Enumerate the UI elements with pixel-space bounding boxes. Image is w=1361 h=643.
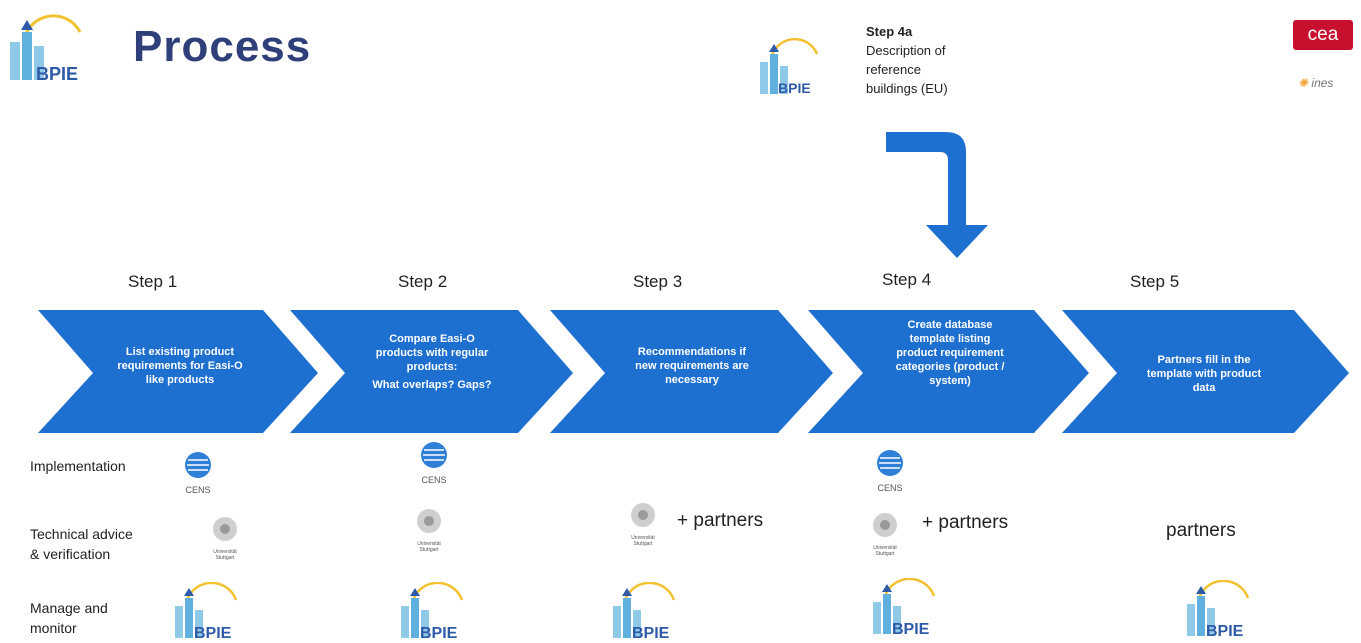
bpie-logo-text: BPIE	[36, 64, 78, 84]
row-label-implementation: Implementation	[30, 458, 126, 474]
ines-logo: ✺ ines	[1298, 76, 1358, 90]
globe-icon	[185, 452, 211, 478]
bpie-logo-step4a: BPIE	[757, 36, 821, 98]
bpie-logo-manage: BPIE	[870, 577, 940, 638]
cea-logo: cea	[1293, 20, 1353, 50]
bpie-logo-text: BPIE	[1206, 623, 1244, 636]
bpie-logo-header: BPIE	[6, 10, 86, 85]
step4a-line: Description of	[866, 43, 946, 58]
page-title: Process	[133, 22, 312, 71]
ces-logo: CENS	[416, 440, 452, 486]
globe-icon	[877, 450, 903, 476]
row-label-technical: Technical advice& verification	[30, 526, 133, 562]
sun-icon: ✺	[1298, 76, 1309, 90]
chevron-step-3	[550, 310, 833, 433]
seal-icon	[873, 513, 897, 537]
bpie-logo-manage: BPIE	[610, 581, 680, 642]
step-label: Step 5	[1130, 272, 1180, 291]
ines-logo-text: ines	[1311, 76, 1334, 90]
bpie-logo-manage: BPIE	[1184, 579, 1254, 640]
chevron-step-2	[290, 310, 573, 433]
step-label: Step 3	[633, 272, 683, 291]
step4a-heading: Step 4a	[866, 24, 913, 39]
plus-partners-step3: + partners	[677, 510, 764, 531]
bpie-logo-manage: BPIE	[172, 581, 242, 642]
step-label: Step 4	[882, 270, 932, 289]
step4a-line: buildings (EU)	[866, 81, 948, 96]
ces-logo: CENS	[872, 448, 908, 494]
plus-partners-step4: + partners	[922, 512, 1009, 533]
chevron-step-1	[38, 310, 318, 433]
chevron-step-4	[808, 310, 1089, 433]
bpie-logo-manage: BPIE	[398, 581, 468, 642]
globe-icon	[421, 442, 447, 468]
step-label: Step 1	[128, 272, 178, 291]
seal-icon	[631, 503, 655, 527]
chevron-row	[38, 310, 1349, 433]
step4a-line: reference	[866, 62, 921, 77]
partners-step5: partners	[1166, 520, 1236, 541]
step-label: Step 2	[398, 272, 448, 291]
bpie-logo-text: BPIE	[420, 625, 458, 638]
step4a-description: Step 4a Description of reference buildin…	[866, 22, 1006, 98]
bpie-logo-text: BPIE	[778, 80, 811, 96]
seal-icon	[213, 517, 237, 541]
bpie-logo-text: BPIE	[632, 625, 670, 638]
bpie-logo-text: BPIE	[892, 621, 930, 634]
bpie-logo-text: BPIE	[194, 625, 232, 638]
seal-icon	[417, 509, 441, 533]
chevron-step-5	[1062, 310, 1349, 433]
cea-logo-text: cea	[1307, 24, 1339, 45]
ces-logo: CENS	[180, 450, 216, 496]
curved-arrow-icon	[886, 132, 988, 258]
